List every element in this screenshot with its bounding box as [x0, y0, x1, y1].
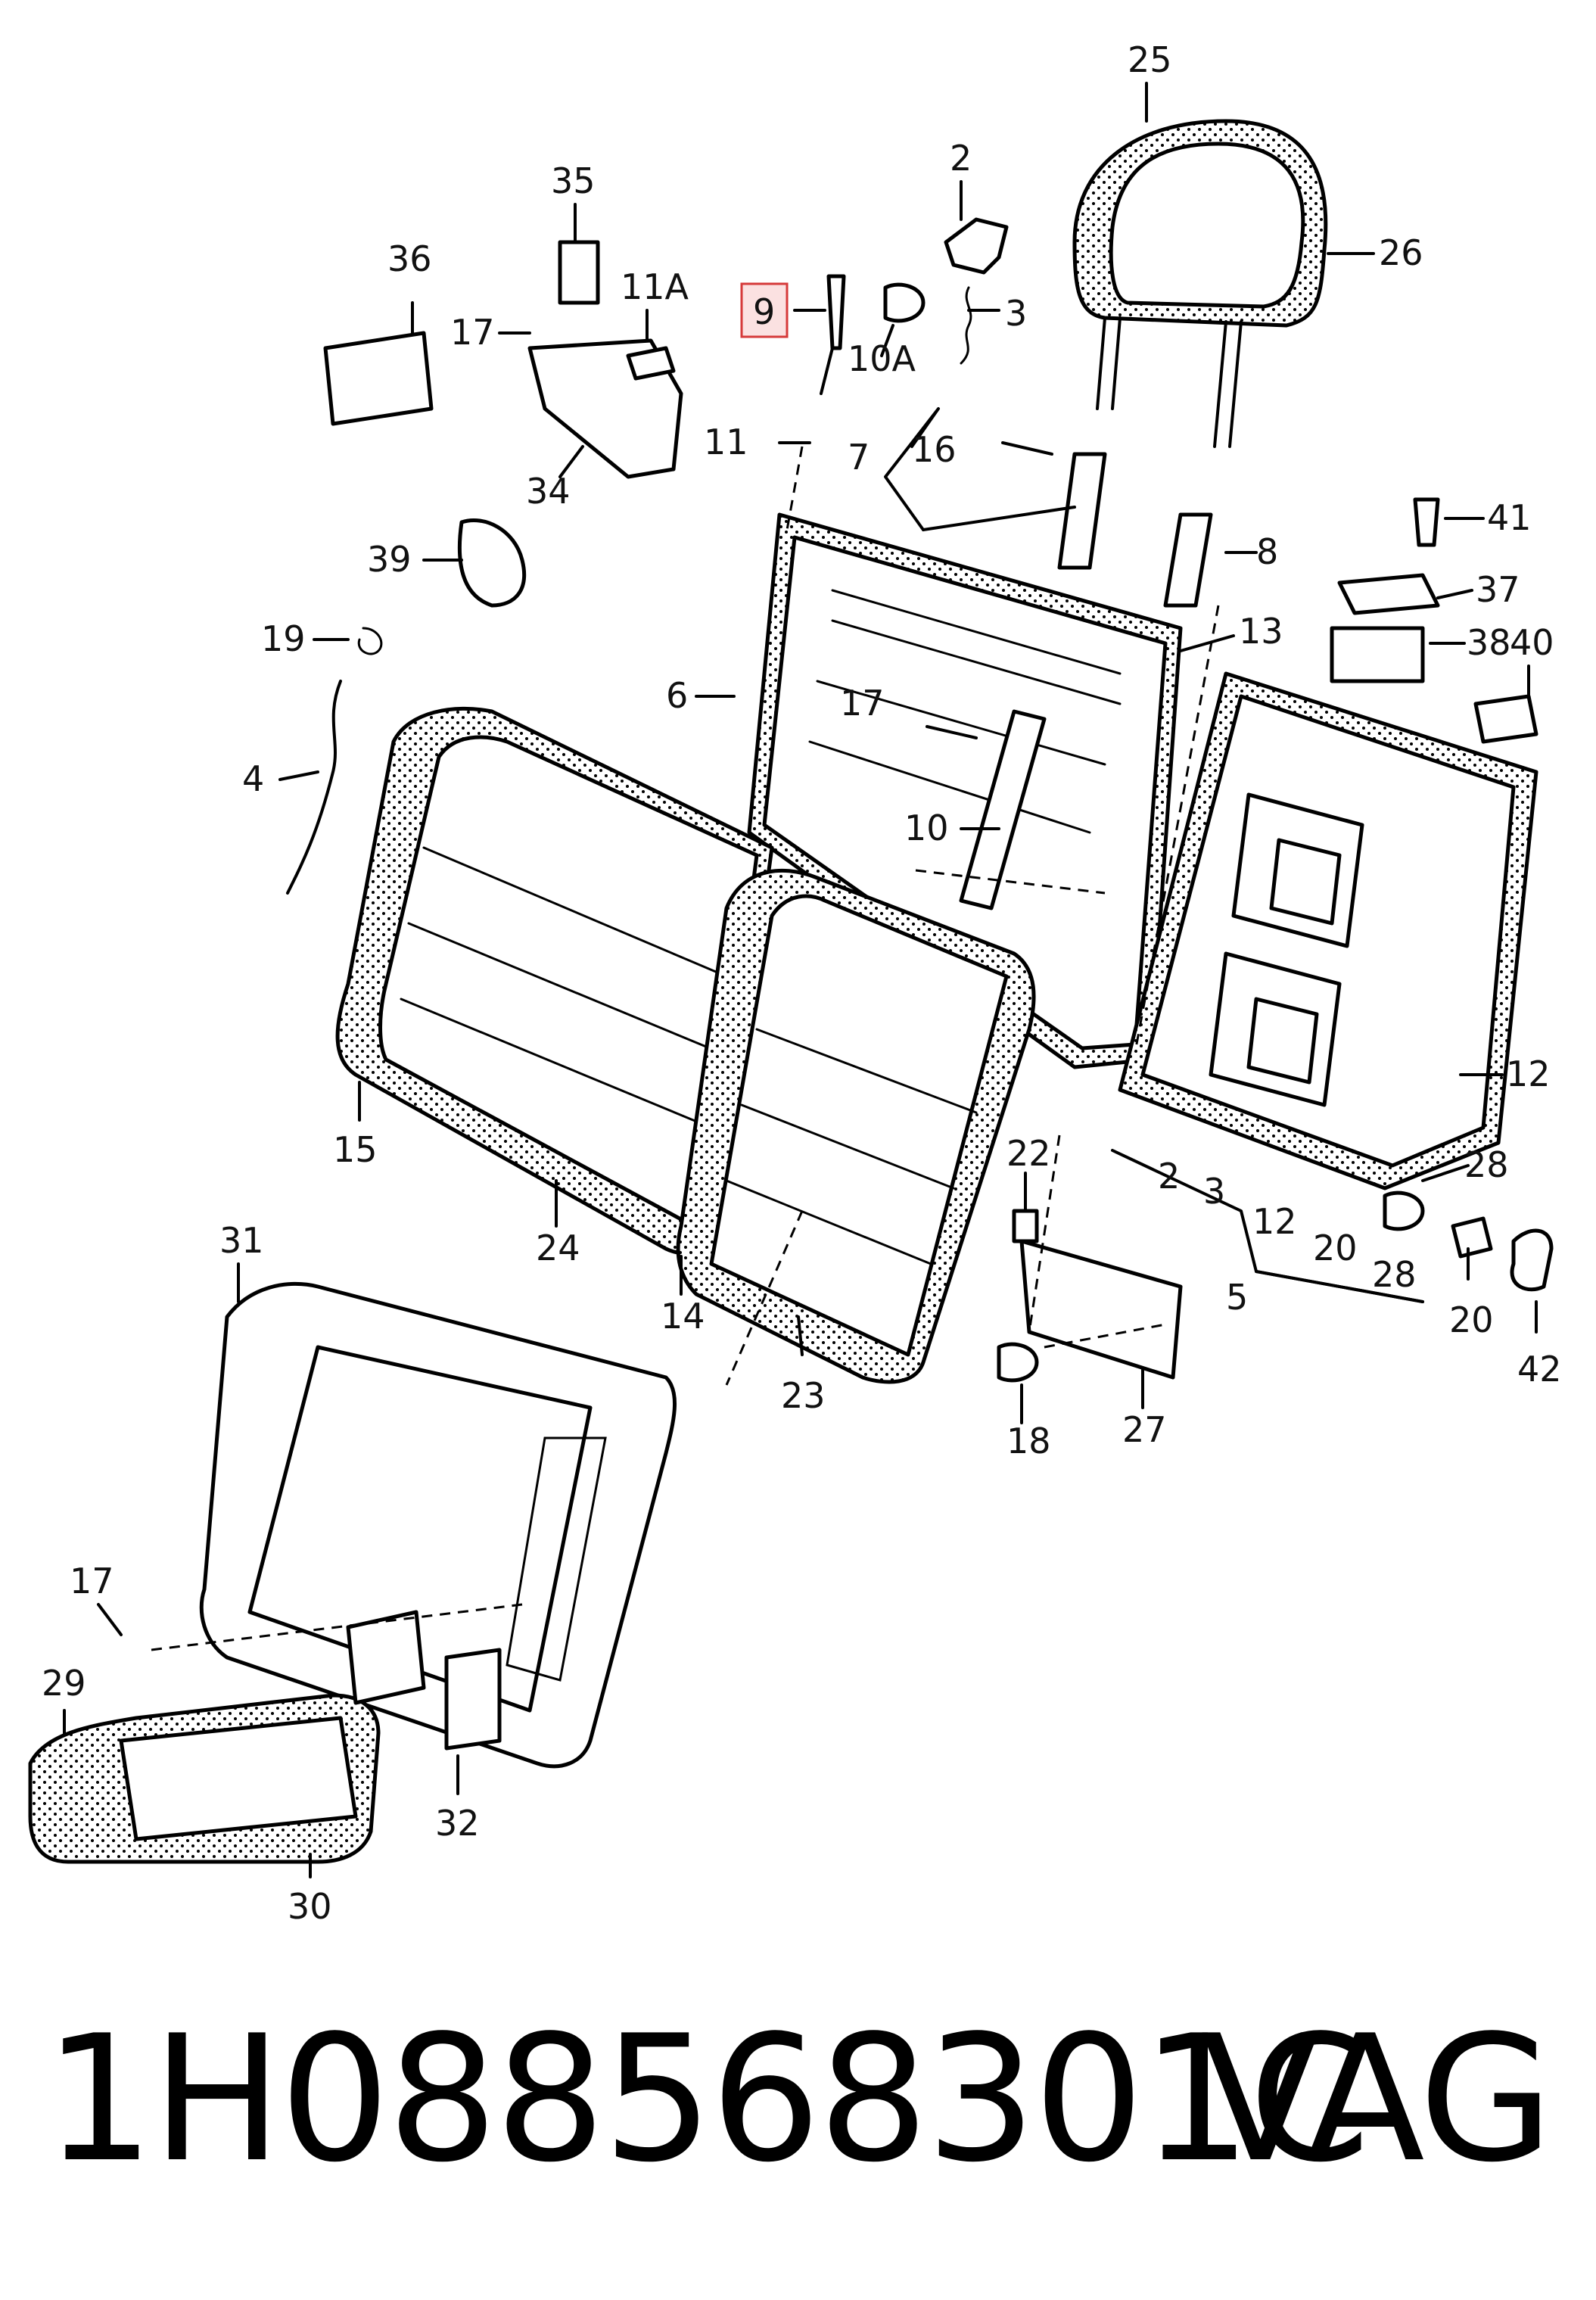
label-5: 5 — [1226, 1277, 1248, 1318]
label-26: 26 — [1379, 232, 1423, 273]
label-15: 15 — [333, 1129, 378, 1170]
hinge-bracket — [883, 217, 1009, 365]
label-9: 9 — [753, 291, 775, 332]
label-30: 30 — [288, 1886, 332, 1927]
label-11: 11 — [704, 422, 748, 462]
label-17-c: 17 — [70, 1561, 114, 1601]
label-14: 14 — [661, 1296, 705, 1337]
brand-name: VAG — [1200, 1999, 1554, 2201]
seat-back-frame — [747, 512, 1183, 1069]
lower-bracket — [997, 1209, 1183, 1383]
label-10A: 10A — [848, 338, 916, 379]
wire-rod — [286, 627, 383, 895]
label-27: 27 — [1122, 1409, 1167, 1450]
label-34: 34 — [526, 471, 571, 512]
armrest — [28, 1693, 381, 1864]
label-12-right: 12 — [1506, 1054, 1551, 1094]
callout-labels: 25 26 2 3 9 10A 35 36 11A 17 11 16 7 34 … — [42, 39, 1562, 1927]
label-2-bottom: 2 — [1158, 1156, 1180, 1197]
label-12-bottom: 12 — [1252, 1201, 1297, 1242]
pin-part-9 — [820, 274, 846, 395]
label-39: 39 — [367, 539, 412, 580]
label-20-a: 20 — [1313, 1228, 1358, 1268]
footer: 1H088568301C VAG — [0, 1998, 1596, 2225]
headrest-guides — [1057, 452, 1538, 744]
label-3-top: 3 — [1005, 293, 1027, 334]
label-25: 25 — [1128, 39, 1172, 80]
label-6: 6 — [666, 675, 688, 716]
label-2-top: 2 — [950, 138, 972, 179]
seat-parts-exploded-diagram: 25 26 2 3 9 10A 35 36 11A 17 11 16 7 34 … — [28, 39, 1562, 1927]
label-24: 24 — [536, 1228, 580, 1268]
headrest — [1072, 119, 1328, 448]
label-37: 37 — [1476, 569, 1520, 610]
label-17-b: 17 — [840, 683, 885, 724]
label-10: 10 — [904, 808, 949, 848]
label-22: 22 — [1006, 1133, 1051, 1174]
label-4: 4 — [242, 758, 264, 799]
side-fittings — [1383, 1190, 1554, 1292]
part-number: 1H088568301C — [44, 1999, 1370, 2201]
highlight-box-9 — [740, 282, 789, 338]
label-38: 38 — [1467, 622, 1511, 663]
label-40: 40 — [1510, 622, 1554, 663]
label-31: 31 — [219, 1220, 264, 1261]
right-seat-back-frame — [1118, 671, 1538, 1190]
release-handle-assembly — [323, 240, 683, 608]
seat-back-cushion-left — [335, 706, 774, 1256]
label-16: 16 — [912, 429, 957, 470]
label-11A: 11A — [621, 266, 689, 307]
label-13: 13 — [1239, 611, 1283, 652]
label-20-b: 20 — [1449, 1299, 1494, 1340]
label-29: 29 — [42, 1663, 86, 1704]
label-28-a: 28 — [1464, 1144, 1509, 1185]
label-42: 42 — [1517, 1349, 1562, 1390]
label-19: 19 — [261, 618, 306, 659]
label-36: 36 — [387, 238, 432, 279]
label-3-bottom: 3 — [1203, 1171, 1225, 1212]
label-23: 23 — [781, 1375, 826, 1416]
leader-lines — [63, 82, 1538, 1878]
label-8: 8 — [1256, 531, 1278, 572]
side-bolster — [199, 1281, 677, 1769]
label-41: 41 — [1487, 497, 1532, 538]
label-28-b: 28 — [1372, 1254, 1417, 1295]
seat-back-cushion-right — [676, 868, 1036, 1384]
label-18: 18 — [1006, 1421, 1051, 1461]
label-35: 35 — [551, 160, 596, 201]
label-32: 32 — [435, 1803, 480, 1844]
label-7: 7 — [848, 437, 870, 478]
label-17-a: 17 — [450, 312, 495, 353]
small-brackets — [346, 1610, 502, 1751]
